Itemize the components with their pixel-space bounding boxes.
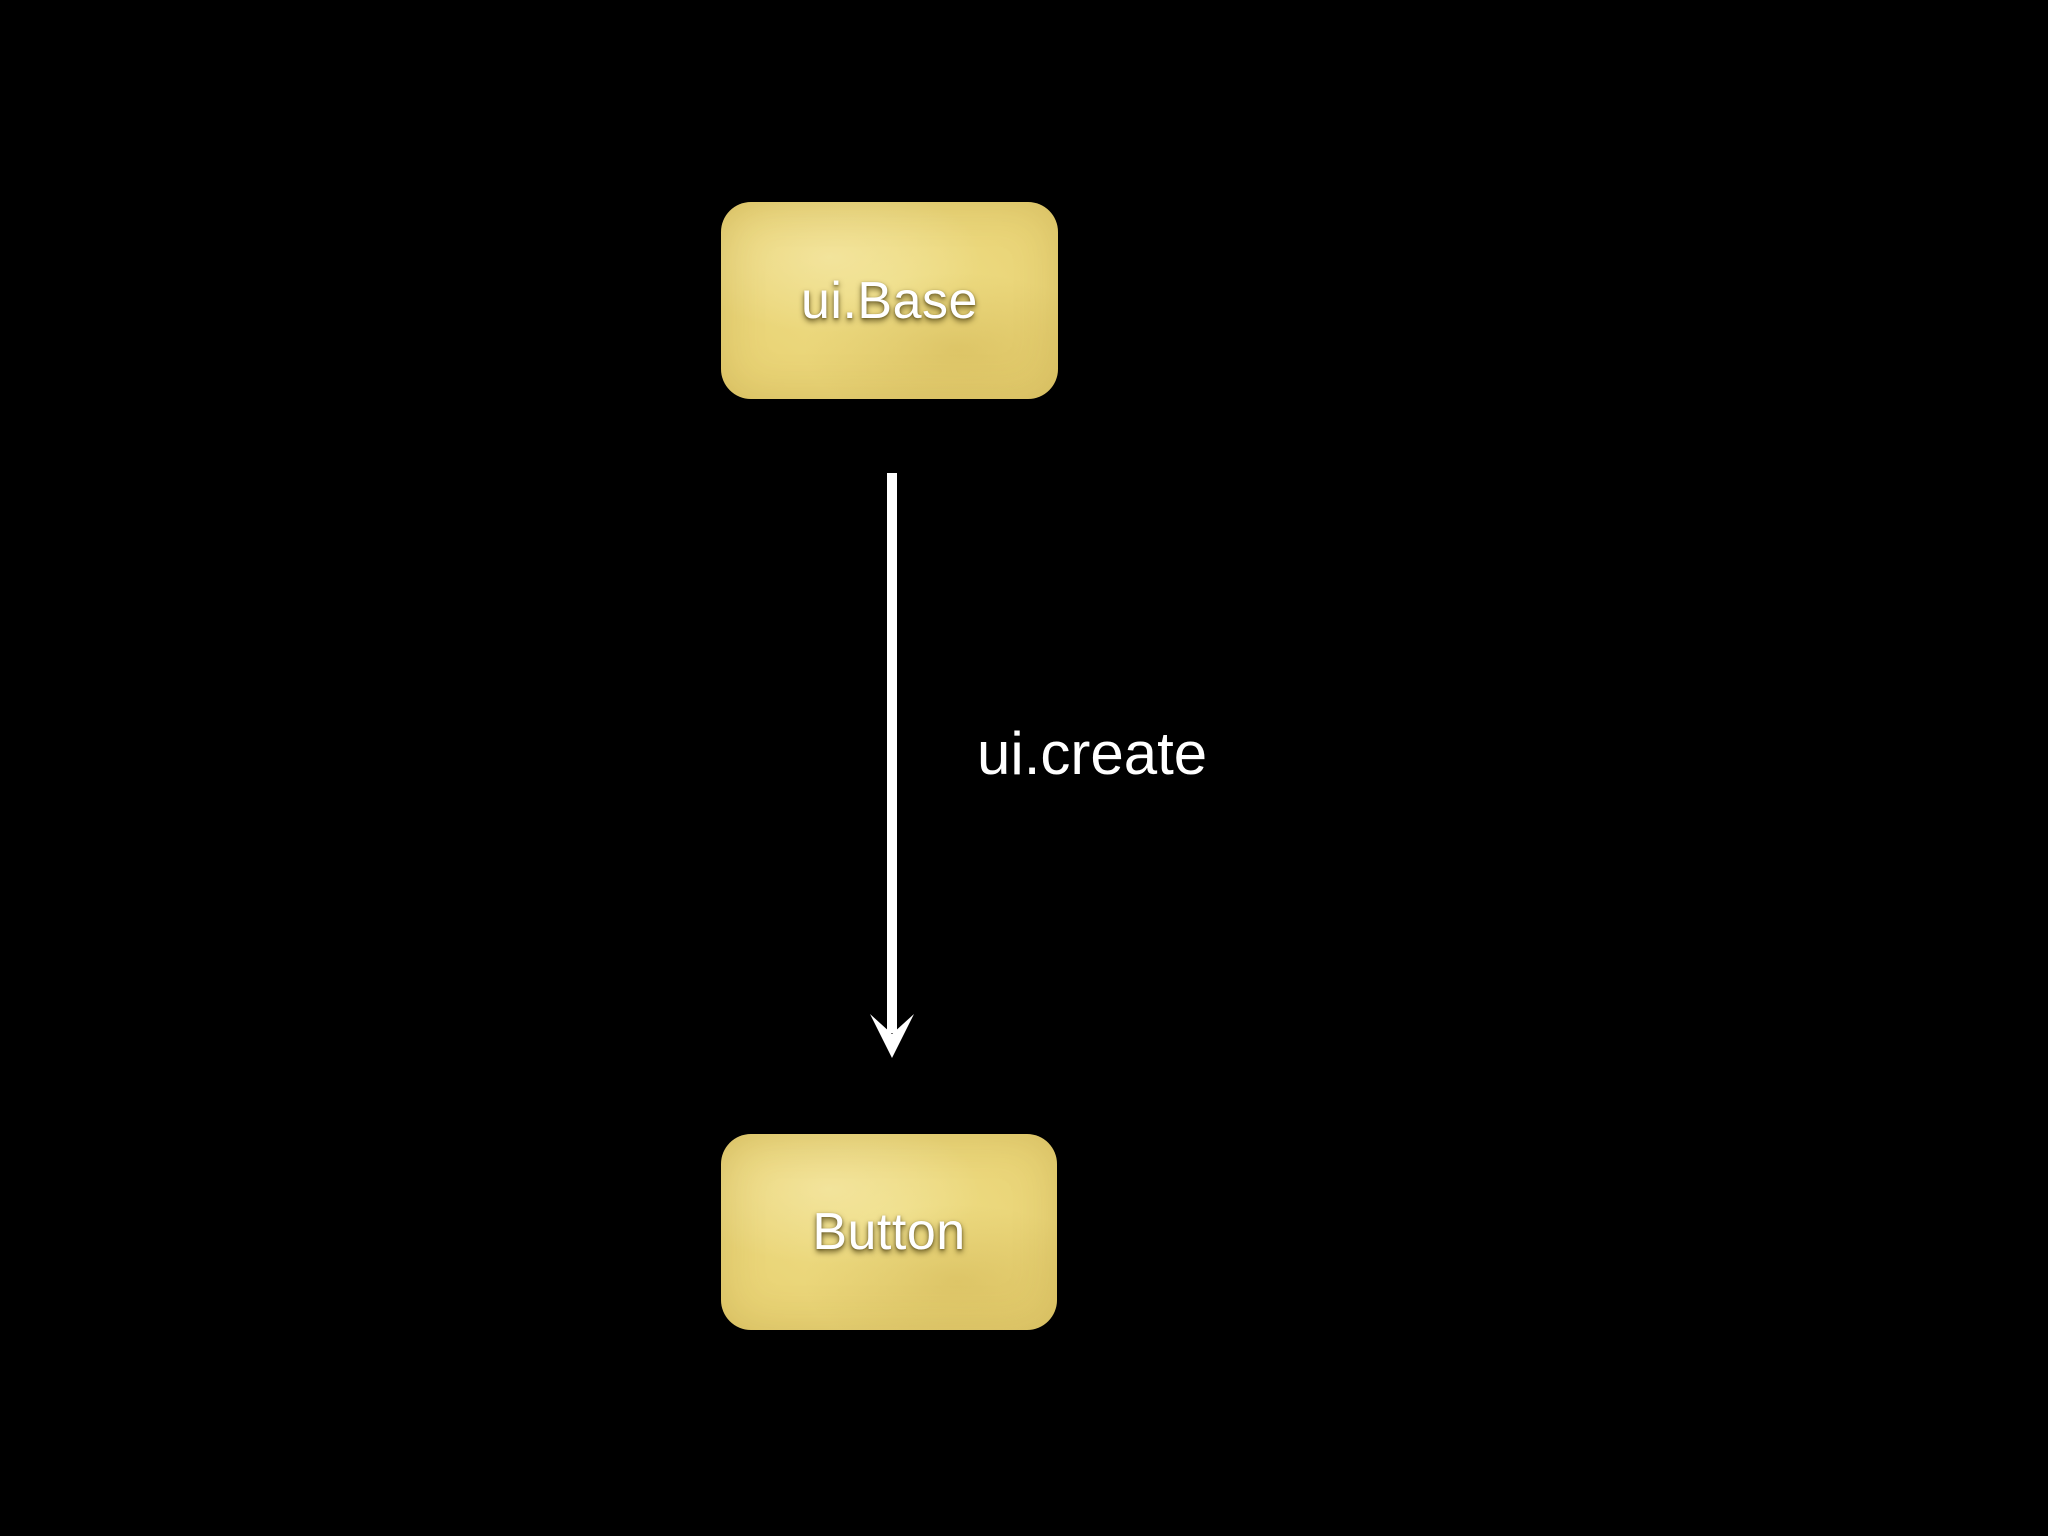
- edge-label-ui-create: ui.create: [977, 720, 1208, 787]
- node-ui-base-label: ui.Base: [801, 271, 978, 330]
- node-ui-base: ui.Base: [721, 202, 1058, 399]
- arrow-head-icon: [870, 1014, 914, 1058]
- node-button-label: Button: [812, 1203, 966, 1261]
- node-button: Button: [721, 1134, 1057, 1330]
